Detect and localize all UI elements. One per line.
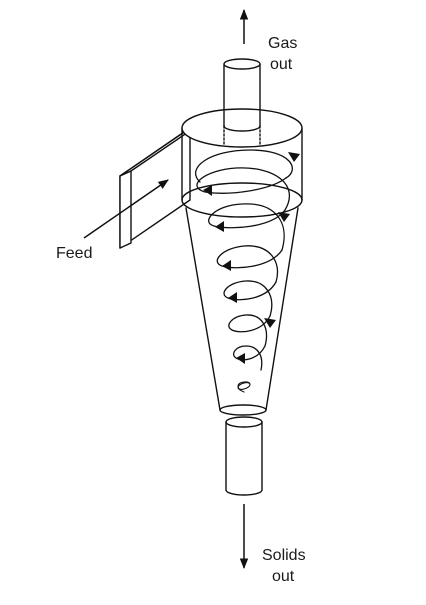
- outer-vortex-spiral: [194, 149, 293, 371]
- conical-section: [185, 207, 299, 416]
- gas-out-label-line2: out: [270, 56, 293, 73]
- solids-out-label-line1: Solids: [262, 547, 306, 564]
- spiral-direction-arrows: [203, 152, 300, 364]
- inner-vortex-coil: [237, 381, 251, 393]
- gas-outlet-pipe: [223, 58, 261, 147]
- solids-outlet-pipe: [225, 416, 263, 496]
- feed-label: Feed: [56, 245, 92, 262]
- gas-out-label-line1: Gas: [268, 35, 297, 52]
- cylinder-body: [181, 108, 303, 218]
- solids-out-label-line2: out: [272, 568, 295, 585]
- feed-arrow: [83, 179, 169, 239]
